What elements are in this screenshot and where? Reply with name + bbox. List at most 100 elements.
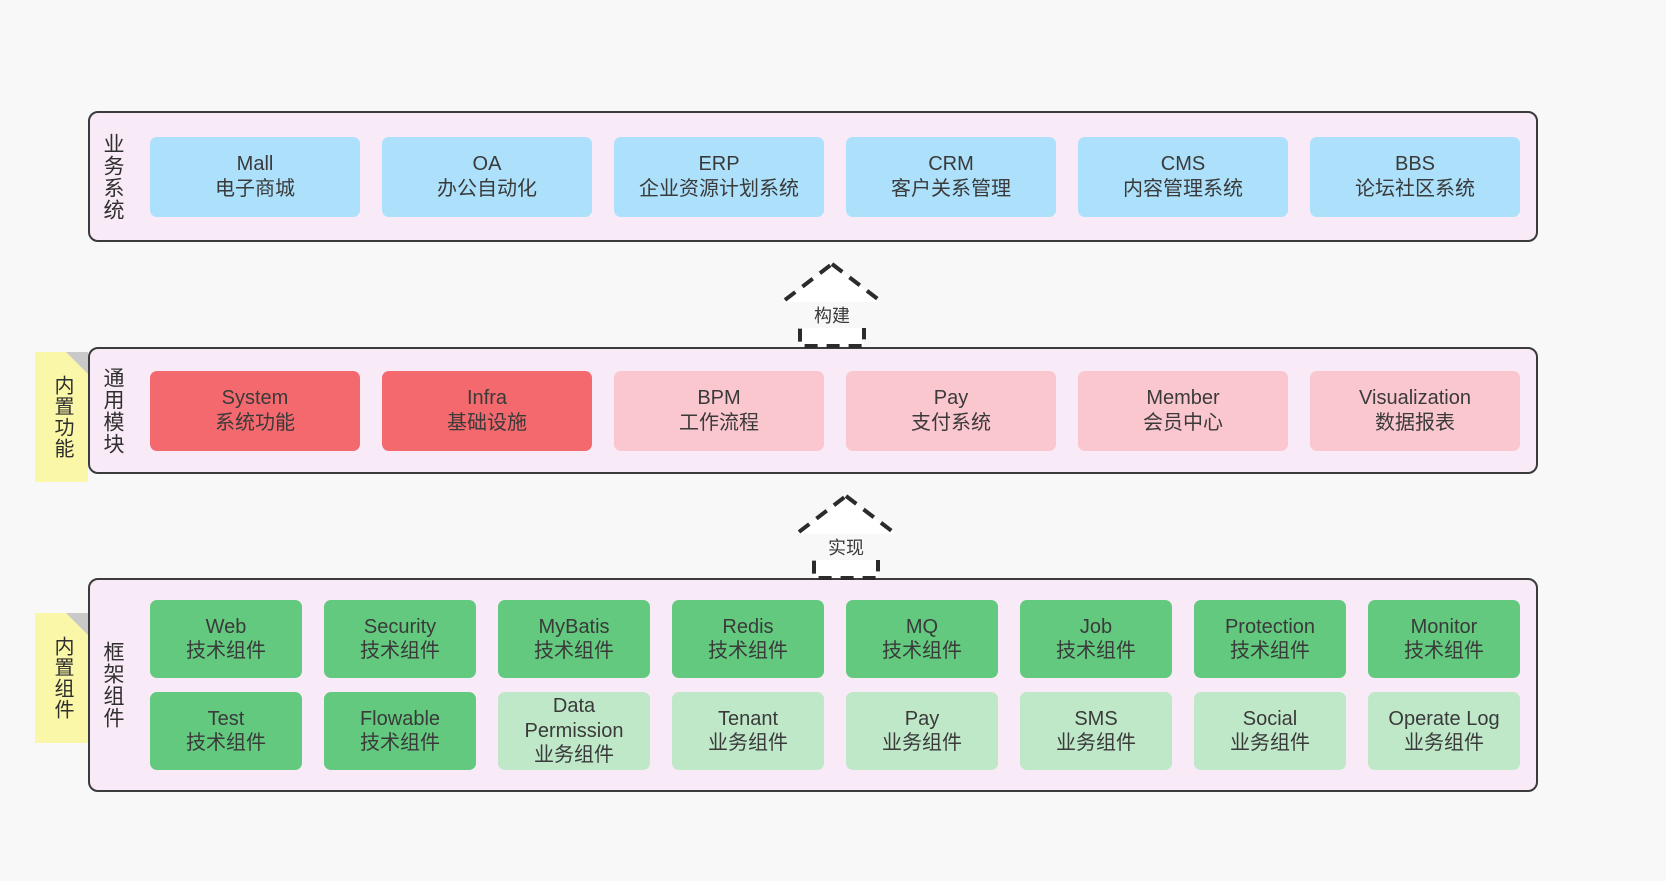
card-title: BPM bbox=[697, 387, 741, 410]
note-builtin-functions: 内置功能 bbox=[35, 352, 88, 482]
card-title: System bbox=[221, 387, 289, 410]
card-subtitle: 业务组件 bbox=[1404, 732, 1484, 754]
card-title: Mall bbox=[236, 153, 274, 176]
note-fold-corner-icon bbox=[66, 613, 88, 635]
card-subtitle: 技术组件 bbox=[1056, 640, 1136, 662]
card-subtitle: 支付系统 bbox=[911, 411, 991, 434]
card-title: Redis bbox=[722, 615, 774, 638]
card-title: CRM bbox=[928, 153, 974, 176]
card-title: SMS bbox=[1074, 707, 1118, 730]
card-subtitle: 技术组件 bbox=[534, 640, 614, 662]
card-subtitle: 论坛社区系统 bbox=[1355, 177, 1475, 200]
card-title: Job bbox=[1079, 615, 1113, 638]
card-title: BBS bbox=[1394, 153, 1436, 176]
card-title: Tenant bbox=[717, 707, 779, 730]
card-title: Flowable bbox=[359, 707, 441, 730]
card-title: OA bbox=[472, 153, 502, 176]
layer-business-title: 业务系统 bbox=[100, 132, 124, 221]
card-subtitle: 技术组件 bbox=[186, 732, 266, 754]
card-subtitle: 内容管理系统 bbox=[1123, 177, 1243, 200]
card-subtitle: 业务组件 bbox=[882, 732, 962, 754]
card-subtitle: 业务组件 bbox=[1056, 732, 1136, 754]
card-subtitle: 技术组件 bbox=[360, 732, 440, 754]
layer-common-title: 通用模块 bbox=[100, 366, 124, 455]
card-subtitle: 技术组件 bbox=[1230, 640, 1310, 662]
card-title: Web bbox=[205, 615, 247, 638]
card-subtitle: 技术组件 bbox=[708, 640, 788, 662]
card-title: Monitor bbox=[1410, 615, 1478, 638]
note-builtin-components: 内置组件 bbox=[35, 613, 88, 743]
card-title: Infra bbox=[466, 387, 508, 410]
note-builtin-components-label: 内置组件 bbox=[51, 636, 73, 720]
card-title: Visualization bbox=[1359, 387, 1471, 410]
card-subtitle: 会员中心 bbox=[1143, 411, 1223, 434]
card-title: MyBatis bbox=[538, 615, 610, 638]
connector-implement-label: 实现 bbox=[766, 534, 926, 560]
card-subtitle: 技术组件 bbox=[1404, 640, 1484, 662]
card-title: Security bbox=[363, 615, 437, 638]
card-title: Protection bbox=[1224, 615, 1316, 638]
card-subtitle: 技术组件 bbox=[360, 640, 440, 662]
card-subtitle: 数据报表 bbox=[1375, 411, 1455, 434]
card-subtitle: 业务组件 bbox=[534, 744, 614, 767]
card-title: Operate Log bbox=[1388, 707, 1500, 730]
card-subtitle: 客户关系管理 bbox=[891, 177, 1011, 200]
note-builtin-functions-label: 内置功能 bbox=[51, 375, 73, 459]
connector-build-label: 构建 bbox=[752, 302, 912, 328]
card-subtitle: 办公自动化 bbox=[437, 177, 537, 200]
card-subtitle: 企业资源计划系统 bbox=[639, 177, 799, 200]
card-subtitle: 系统功能 bbox=[215, 411, 295, 434]
card-title: CMS bbox=[1160, 153, 1206, 176]
card-subtitle: 电子商城 bbox=[215, 177, 295, 200]
note-fold-corner-icon bbox=[66, 352, 88, 374]
card-subtitle: 基础设施 bbox=[447, 411, 527, 434]
card-subtitle: 技术组件 bbox=[882, 640, 962, 662]
card-title: Social bbox=[1242, 707, 1298, 730]
card-subtitle: 工作流程 bbox=[679, 411, 759, 434]
card-title: MQ bbox=[905, 615, 939, 638]
connector-implement: 实现 bbox=[766, 490, 926, 580]
card-title: Member bbox=[1146, 387, 1220, 410]
card-title: Test bbox=[207, 707, 245, 730]
layer-framework-title: 框架组件 bbox=[100, 641, 124, 729]
card-subtitle: 业务组件 bbox=[1230, 732, 1310, 754]
